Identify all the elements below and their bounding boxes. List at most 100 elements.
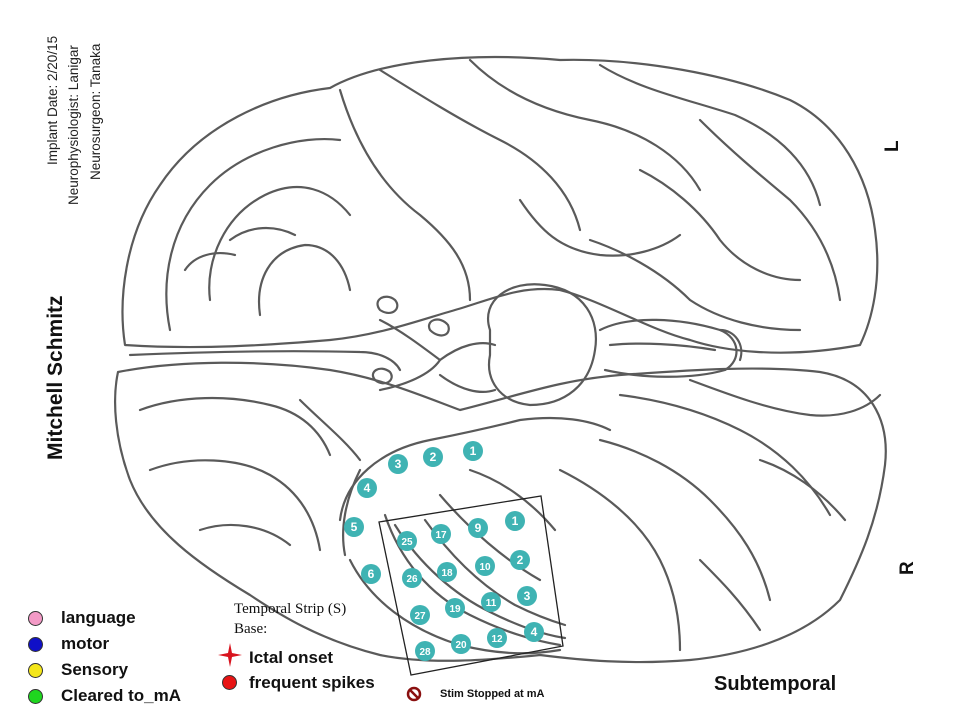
electrode-contact: 1 xyxy=(463,441,483,461)
frequent-spikes-label: frequent spikes xyxy=(249,673,375,692)
patient-name: Mitchell Schmitz xyxy=(44,295,67,460)
electrode-circle xyxy=(451,634,471,654)
electrode-label: 10 xyxy=(479,562,491,573)
electrode-circle xyxy=(402,568,422,588)
electrode-contact: 3 xyxy=(388,454,408,474)
electrode-circle xyxy=(524,622,544,642)
electrode-contact: 27 xyxy=(410,605,430,625)
electrode-contact: 20 xyxy=(451,634,471,654)
electrode-circle xyxy=(463,441,483,461)
midbrain xyxy=(487,283,597,407)
frequent-spikes-dot-icon xyxy=(222,675,237,690)
electrode-contact: 2 xyxy=(423,447,443,467)
electrode-contact: 11 xyxy=(481,592,501,612)
electrode-label: 6 xyxy=(368,567,375,581)
electrode-contact: 26 xyxy=(402,568,422,588)
electrode-circle xyxy=(475,556,495,576)
lower-hemisphere-outline xyxy=(114,361,887,664)
electrode-label: 26 xyxy=(406,574,418,585)
electrode-circle xyxy=(344,517,364,537)
stim-stopped-label: Stim Stopped at mA xyxy=(440,688,545,700)
language-swatch xyxy=(28,610,43,626)
electrode-circle xyxy=(415,641,435,661)
electrode-contact: 3 xyxy=(517,586,537,606)
electrode-circle xyxy=(357,478,377,498)
electrode-label: 12 xyxy=(491,634,503,645)
implant-date: Implant Date: 2/20/15 xyxy=(45,35,60,165)
right-side-label: R xyxy=(897,561,918,575)
electrode-contact: 12 xyxy=(487,628,507,648)
legend-item-cleared: Cleared to_mA xyxy=(28,686,181,706)
electrode-label: 4 xyxy=(531,625,538,639)
electrode-circle xyxy=(468,518,488,538)
electrode-contact: 6 xyxy=(361,564,381,584)
ictal-onset-label: Ictal onset xyxy=(249,648,334,667)
legend-label: motor xyxy=(61,634,110,653)
legend-item-motor: motor xyxy=(28,634,109,654)
electrode-contact: 1 xyxy=(505,511,525,531)
electrode-circle xyxy=(510,550,530,570)
ictal-onset-star-icon xyxy=(218,643,242,667)
electrode-label: 17 xyxy=(435,530,447,541)
electrode-contact: 28 xyxy=(415,641,435,661)
electrode-circle xyxy=(481,592,501,612)
electrode-label: 27 xyxy=(414,611,426,622)
section-label: Subtemporal xyxy=(714,673,837,695)
electrode-contact: 4 xyxy=(524,622,544,642)
upper-hemisphere-outline xyxy=(121,55,879,354)
legend-label: language xyxy=(61,608,136,627)
electrode-circle xyxy=(431,524,451,544)
electrode-label: 2 xyxy=(517,553,524,567)
electrode-contact: 25 xyxy=(397,531,417,551)
legend-item-language: language xyxy=(28,608,136,628)
temporal-strip-outline xyxy=(378,495,564,676)
electrode-circle xyxy=(487,628,507,648)
electrode-circle xyxy=(361,564,381,584)
electrode-circle xyxy=(445,598,465,618)
electrode-label: 9 xyxy=(475,521,482,535)
electrode-label: 2 xyxy=(430,450,437,464)
electrode-circle xyxy=(423,447,443,467)
sensory-swatch xyxy=(28,662,43,678)
electrode-label: 3 xyxy=(524,589,531,603)
electrode-label: 3 xyxy=(395,457,402,471)
electrode-contact: 9 xyxy=(468,518,488,538)
electrode-contact: 19 xyxy=(445,598,465,618)
electrode-circle xyxy=(410,605,430,625)
electrode-circle xyxy=(505,511,525,531)
electrode-contact: 4 xyxy=(357,478,377,498)
electrode-contact: 2 xyxy=(510,550,530,570)
left-side-label: L xyxy=(882,140,903,152)
strip-base: Base: xyxy=(234,621,268,637)
electrode-contact: 10 xyxy=(475,556,495,576)
electrode-circle xyxy=(397,531,417,551)
neurophysiologist: Neurophysiologist: Lanigar xyxy=(66,45,81,205)
electrode-label: 11 xyxy=(486,598,497,609)
electrode-contact: 5 xyxy=(344,517,364,537)
electrode-label: 28 xyxy=(419,647,431,658)
electrode-label: 1 xyxy=(512,514,519,528)
motor-swatch xyxy=(28,636,43,652)
electrode-circle xyxy=(437,562,457,582)
electrode-label: 20 xyxy=(455,640,467,651)
stim-stopped-icon xyxy=(406,686,422,702)
electrode-label: 5 xyxy=(351,520,358,534)
strip-title: Temporal Strip (S) xyxy=(234,601,347,617)
electrode-circle xyxy=(517,586,537,606)
electrode-label: 19 xyxy=(449,604,461,615)
legend-label: Cleared to_mA xyxy=(61,686,181,705)
electrode-label: 25 xyxy=(401,537,413,548)
electrode-label: 1 xyxy=(470,444,477,458)
cleared-swatch xyxy=(28,688,43,704)
legend-label: Sensory xyxy=(61,660,129,679)
electrode-label: 18 xyxy=(441,568,453,579)
neurosurgeon: Neurosurgeon: Tanaka xyxy=(88,43,103,180)
electrode-label: 4 xyxy=(364,481,371,495)
electrode-contact: 17 xyxy=(431,524,451,544)
electrode-contact: 18 xyxy=(437,562,457,582)
electrode-circle xyxy=(388,454,408,474)
legend-item-sensory: Sensory xyxy=(28,660,128,680)
